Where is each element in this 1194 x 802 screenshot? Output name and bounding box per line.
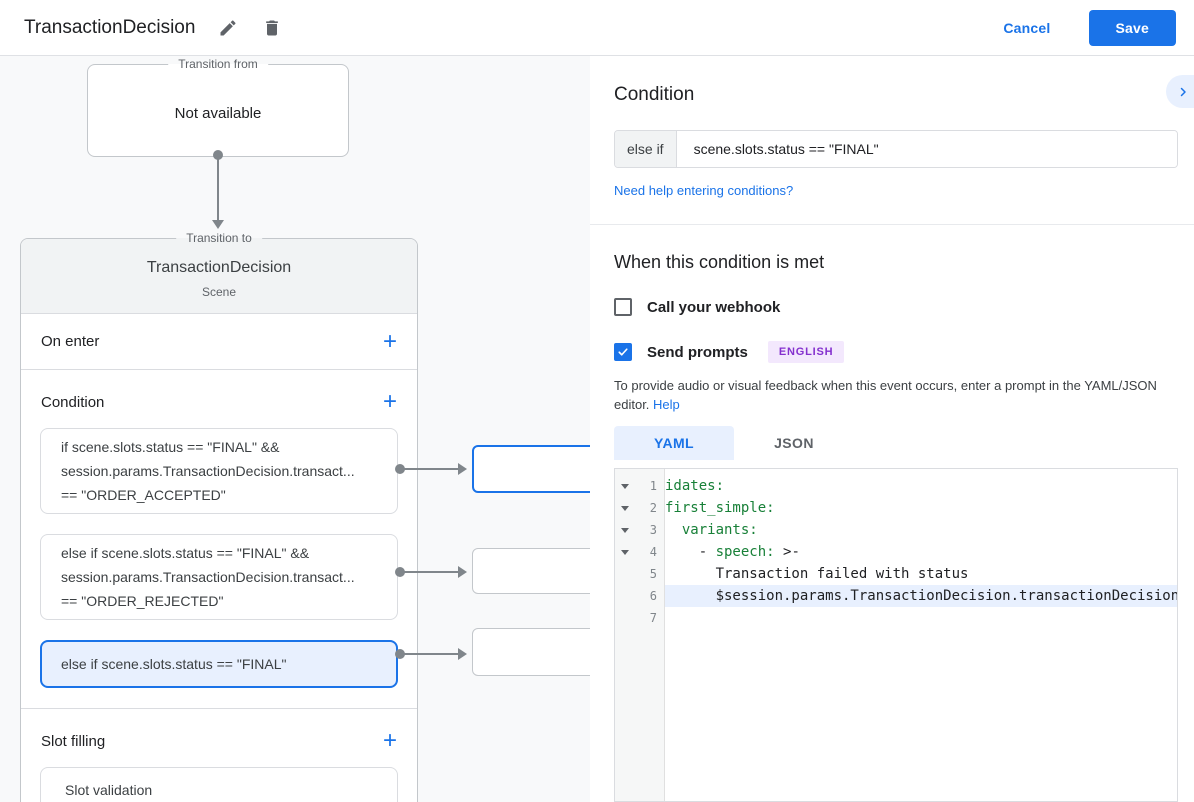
scene-diagram-canvas: Transition from Not available Transition…: [0, 56, 590, 802]
yaml-code-editor[interactable]: 1 2 3 4 5 6 7 idates: first_simple: variants: -…: [614, 468, 1178, 802]
conditions-help-link[interactable]: Need help entering conditions?: [614, 183, 794, 198]
line-number: 4: [649, 545, 657, 559]
webhook-label: Call your webhook: [647, 298, 781, 316]
flow-arrow-3: [395, 648, 473, 660]
transition-target-box-1[interactable]: [472, 445, 590, 493]
code-line[interactable]: variants:: [681, 522, 758, 538]
on-enter-label: On enter: [41, 333, 100, 350]
on-enter-row[interactable]: On enter +: [21, 314, 417, 370]
section-divider: [21, 708, 417, 709]
checkmark-icon: [618, 348, 628, 356]
condition-prefix-label: else if: [615, 131, 677, 167]
editor-code-area[interactable]: idates: first_simple: variants: - speech:…: [665, 469, 1177, 801]
delete-icon[interactable]: [261, 17, 283, 39]
panel-title: Condition: [614, 84, 695, 105]
save-button[interactable]: Save: [1088, 9, 1176, 46]
send-prompts-checkbox[interactable]: [614, 343, 632, 361]
webhook-checkbox[interactable]: [614, 298, 632, 316]
transition-from-box[interactable]: Transition from Not available: [87, 57, 349, 157]
scene-header[interactable]: TransactionDecision Scene: [21, 239, 417, 314]
slot-filling-section: Slot filling + Slot validation: [21, 709, 417, 802]
code-line[interactable]: [665, 607, 1177, 629]
condition-expression-row: else if: [614, 130, 1178, 168]
editor-tabs: YAML JSON: [614, 426, 1178, 460]
connector-line: [217, 157, 219, 221]
send-prompts-label: Send prompts: [647, 343, 748, 361]
transition-to-box: Transition to TransactionDecision Scene …: [20, 231, 418, 802]
edit-icon[interactable]: [217, 17, 239, 39]
line-number: 3: [649, 523, 657, 537]
connector-dot: [213, 150, 223, 160]
condition-input[interactable]: [676, 131, 1177, 167]
code-line[interactable]: first_simple:: [665, 500, 775, 516]
condition-detail-panel: Condition else if Need help entering con…: [590, 56, 1194, 802]
panel-divider: [590, 224, 1194, 225]
fold-toggle-icon[interactable]: [621, 527, 629, 533]
fold-toggle-icon[interactable]: [621, 549, 629, 555]
transition-target-box-2[interactable]: [472, 548, 590, 594]
cancel-button[interactable]: Cancel: [1003, 19, 1051, 36]
transition-from-legend: Transition from: [168, 57, 268, 71]
code-line[interactable]: Transaction failed with status: [665, 566, 969, 582]
fold-toggle-icon[interactable]: [621, 505, 629, 511]
line-number: 6: [649, 589, 657, 603]
line-number: 2: [649, 501, 657, 515]
connector-arrowhead-icon: [212, 220, 224, 229]
condition-section-label: Condition: [41, 393, 105, 411]
tab-json[interactable]: JSON: [774, 435, 814, 451]
scene-subtitle: Scene: [201, 285, 237, 299]
code-line[interactable]: - speech: >-: [665, 544, 800, 560]
line-number: 7: [649, 611, 657, 625]
condition-card-1[interactable]: if scene.slots.status == "FINAL" && sess…: [40, 428, 398, 514]
scene-title: TransactionDecision: [146, 259, 292, 276]
when-condition-title: When this condition is met: [614, 252, 825, 272]
tab-yaml[interactable]: YAML: [614, 426, 734, 460]
page-title: TransactionDecision: [24, 16, 196, 38]
chevron-right-icon: [1180, 87, 1186, 96]
slot-validation-card[interactable]: Slot validation: [40, 767, 398, 802]
transition-target-box-3[interactable]: [472, 628, 590, 676]
help-link[interactable]: Help: [653, 397, 680, 412]
line-number: 1: [649, 479, 657, 493]
condition-card-2[interactable]: else if scene.slots.status == "FINAL" &&…: [40, 534, 398, 620]
flow-arrow-1: [395, 463, 473, 475]
slot-filling-label: Slot filling: [41, 732, 106, 750]
fold-toggle-icon[interactable]: [621, 483, 629, 489]
webhook-row: Call your webhook: [614, 298, 1178, 316]
transition-from-value: Not available: [174, 105, 262, 122]
send-prompts-row: Send prompts ENGLISH: [614, 341, 1178, 363]
language-badge: ENGLISH: [767, 341, 845, 363]
collapse-panel-button[interactable]: [1166, 75, 1194, 108]
code-line[interactable]: $session.params.TransactionDecision.tran…: [665, 585, 1177, 607]
add-on-enter-icon[interactable]: +: [382, 327, 397, 355]
add-slot-icon[interactable]: +: [382, 727, 397, 754]
flow-arrow-2: [395, 566, 473, 578]
condition-section: Condition + if scene.slots.status == "FI…: [21, 370, 417, 709]
add-condition-icon[interactable]: +: [382, 388, 397, 415]
condition-card-3-selected[interactable]: else if scene.slots.status == "FINAL": [40, 640, 398, 688]
code-line[interactable]: idates:: [665, 478, 725, 494]
prompt-description: To provide audio or visual feedback when…: [614, 378, 1157, 412]
transition-to-legend: Transition to: [176, 231, 262, 245]
line-number: 5: [649, 567, 657, 581]
editor-gutter: 1 2 3 4 5 6 7: [615, 469, 665, 801]
top-bar: TransactionDecision Cancel Save: [0, 0, 1194, 56]
